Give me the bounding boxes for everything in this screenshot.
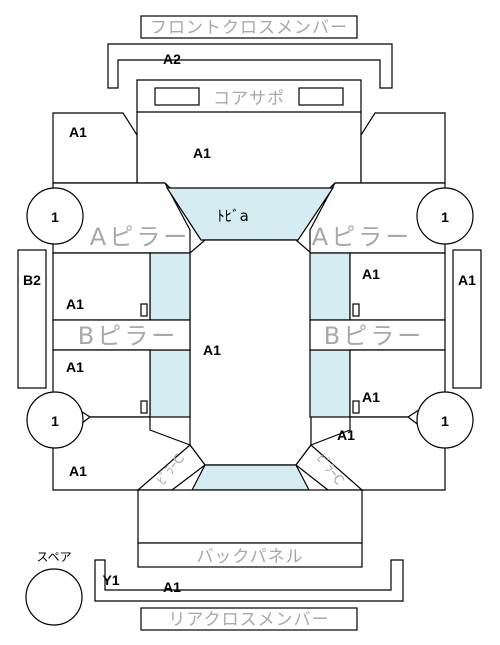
left-rear-door-a1: A1 xyxy=(66,359,84,375)
rear-left-wheel[interactable] xyxy=(26,391,84,449)
core-support-label: コアサポ xyxy=(213,89,285,109)
rear-right-wheel[interactable] xyxy=(416,391,474,449)
right-b-pillar[interactable] xyxy=(309,319,446,351)
core-support-right-box[interactable] xyxy=(298,87,344,106)
a2-label: A2 xyxy=(163,51,181,67)
back-panel-label: バックパネル xyxy=(196,547,303,567)
front-right-wheel-label: 1 xyxy=(441,209,449,225)
right-front-door-a1: A1 xyxy=(362,266,380,282)
right-rear-quarter-a1: A1 xyxy=(337,427,355,443)
right-front-door-handle xyxy=(352,303,360,317)
left-rear-quarter[interactable] xyxy=(52,416,191,491)
front-cross-member-label: フロントクロスメンバー xyxy=(150,18,348,38)
rear-left-wheel-label: 1 xyxy=(51,413,59,429)
left-front-door-handle xyxy=(140,303,148,317)
right-rear-door-handle xyxy=(352,400,360,414)
back-panel[interactable] xyxy=(137,542,363,568)
left-b-pillar-label: Bピラー xyxy=(78,322,178,350)
right-rear-quarter[interactable] xyxy=(310,416,446,491)
spare-label: スペア xyxy=(36,550,71,564)
right-b-pillar-label: Bピラー xyxy=(324,322,424,350)
left-sill-strip-b2: B2 xyxy=(23,272,41,288)
rear-cross-member-label: リアクロスメンバー xyxy=(168,610,329,630)
left-rear-door-handle xyxy=(140,400,148,414)
right-sill-strip-a1: A1 xyxy=(458,272,476,288)
rear-glass[interactable] xyxy=(191,464,310,491)
cabin-a1-label: A1 xyxy=(203,342,221,358)
front-left-fender[interactable] xyxy=(52,112,138,184)
rear-a1-label: A1 xyxy=(163,579,181,595)
left-a-pillar-label: Aピラー xyxy=(90,223,190,251)
right-rear-sill[interactable] xyxy=(309,349,351,418)
right-front-sill[interactable] xyxy=(309,252,351,321)
right-a-pillar-label: Aピラー xyxy=(312,223,412,251)
front-left-a1-label: A1 xyxy=(69,124,87,140)
front-left-wheel-label: 1 xyxy=(51,209,59,225)
rear-bumper-bracket[interactable] xyxy=(94,559,404,602)
spare-tire[interactable] xyxy=(25,568,83,626)
trunk-panel[interactable] xyxy=(137,489,363,544)
dash-label: ﾄﾋﾞa xyxy=(217,207,249,225)
front-a1-label: A1 xyxy=(193,145,211,161)
dash-panel[interactable] xyxy=(165,187,335,241)
right-sill-strip[interactable] xyxy=(452,249,482,389)
rear-right-wheel-label: 1 xyxy=(441,413,449,429)
left-front-door-a1: A1 xyxy=(66,296,84,312)
y1-label: Y1 xyxy=(102,572,119,588)
core-support-left-box[interactable] xyxy=(154,87,200,106)
right-rear-door-a1: A1 xyxy=(362,389,380,405)
left-sill-strip[interactable] xyxy=(17,249,47,389)
front-cross-member-box[interactable] xyxy=(140,15,358,39)
left-front-sill[interactable] xyxy=(149,252,191,321)
a2-bracket[interactable] xyxy=(107,43,393,89)
left-rear-sill[interactable] xyxy=(149,349,191,418)
right-front-door[interactable] xyxy=(349,252,446,321)
rear-cross-member-box[interactable] xyxy=(140,607,358,631)
front-right-fender[interactable] xyxy=(360,112,446,184)
front-right-wheel[interactable] xyxy=(416,187,474,245)
left-rear-quarter-a1: A1 xyxy=(69,463,87,479)
front-left-wheel[interactable] xyxy=(26,187,84,245)
